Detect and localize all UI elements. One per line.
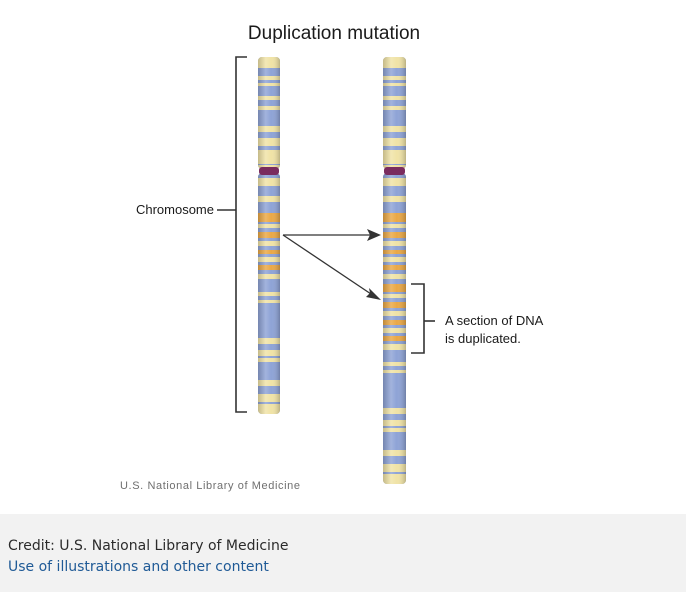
arrow-head-upper <box>367 229 381 241</box>
diagram-figure: Duplication mutation Chromosome A sectio… <box>120 23 544 492</box>
chromosome-body <box>258 57 280 414</box>
diagram-canvas: Duplication mutation Chromosome A sectio… <box>120 23 544 492</box>
usage-link[interactable]: Use of illustrations and other content <box>8 559 269 575</box>
duplication-bracket <box>411 283 425 354</box>
mutated-chromosome <box>383 57 406 484</box>
chromosome-bracket <box>235 56 247 413</box>
arrow-head-lower <box>366 288 381 300</box>
figure-caption: Credit: U.S. National Library of Medicin… <box>0 514 686 592</box>
duplication-label-line-1: A section of DNA <box>445 313 544 328</box>
chromosome-body <box>383 57 406 484</box>
chromosome-shading <box>258 57 280 414</box>
chromosome-label: Chromosome <box>136 202 214 217</box>
arrow-line-lower <box>282 234 372 295</box>
centromere <box>384 167 405 175</box>
watermark: U.S. National Library of Medicine <box>120 480 301 492</box>
original-chromosome <box>258 57 280 414</box>
chromosome-shading <box>383 57 406 484</box>
diagram-title: Duplication mutation <box>248 23 420 44</box>
duplication-label-line-2: is duplicated. <box>445 331 521 346</box>
credit-text: Credit: U.S. National Library of Medicin… <box>8 538 289 554</box>
centromere <box>259 167 279 175</box>
